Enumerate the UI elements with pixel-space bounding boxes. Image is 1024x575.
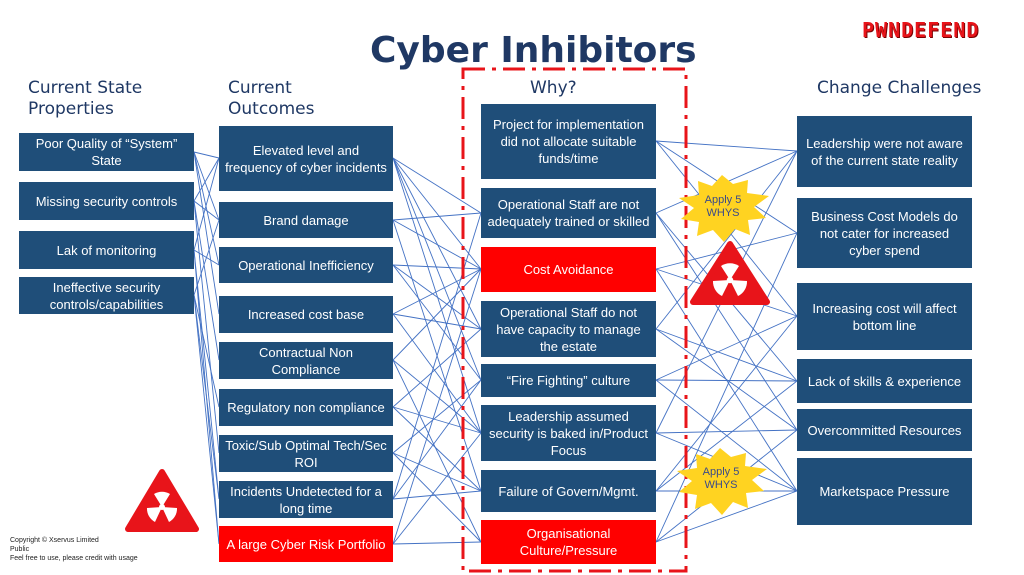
connector-line: [392, 359, 482, 434]
why-box: Project for implementation did not alloc…: [481, 104, 656, 179]
connector-line: [392, 541, 482, 545]
header-current-state: Current State Properties: [28, 78, 143, 119]
connector-line: [193, 294, 220, 500]
burst-label: Apply 5 WHYS: [702, 466, 740, 491]
connector-line: [392, 452, 482, 543]
outcome-box: Incidents Undetected for a long time: [219, 481, 393, 518]
connector-line: [193, 219, 220, 296]
state-box: Ineffective security controls/capabiliti…: [19, 277, 194, 314]
why-box-highlight: Organisational Culture/Pressure: [481, 520, 656, 564]
outcome-box: Contractual Non Compliance: [219, 342, 393, 379]
connector-line: [193, 294, 220, 408]
connector-line: [392, 264, 482, 270]
connector-line: [392, 264, 482, 381]
why-box: Operational Staff do not have capacity t…: [481, 301, 656, 357]
connector-line: [193, 157, 220, 202]
challenge-box: Leadership were not aware of the current…: [797, 116, 972, 187]
connector-line: [392, 157, 482, 214]
outcome-box: Elevated level and frequency of cyber in…: [219, 126, 393, 191]
radiation-warning-icon: [690, 241, 770, 305]
connector-line: [193, 151, 220, 315]
connector-line: [392, 157, 482, 270]
connector-line: [392, 452, 482, 492]
connector-line: [392, 432, 482, 545]
connector-line: [392, 359, 482, 543]
outcome-box-highlight: A large Cyber Risk Portfolio: [219, 526, 393, 562]
outcome-box: Regulatory non compliance: [219, 389, 393, 426]
connector-line: [193, 151, 220, 159]
connector-line: [655, 328, 798, 382]
copyright-notice: Copyright © Xservus Limited Public Feel …: [10, 537, 138, 562]
connector-line: [655, 379, 798, 382]
outcome-box: Operational Inefficiency: [219, 247, 393, 283]
connector-line: [655, 140, 798, 152]
connector-lines: [193, 140, 798, 545]
connector-line: [392, 157, 482, 381]
outcome-box: Brand damage: [219, 202, 393, 238]
connector-line: [655, 315, 798, 492]
header-change-challenges: Change Challenges: [817, 78, 982, 98]
why-box: Leadership assumed security is baked in/…: [481, 405, 656, 461]
connector-line: [655, 429, 798, 434]
connector-line: [392, 328, 482, 408]
challenge-box: Lack of skills & experience: [797, 359, 972, 403]
connector-line: [392, 264, 482, 330]
connector-line: [392, 379, 482, 454]
why-box-highlight: Cost Avoidance: [481, 247, 656, 292]
connector-line: [392, 157, 482, 330]
why-box: Failure of Govern/Mgmt.: [481, 470, 656, 512]
header-why: Why?: [530, 78, 577, 98]
page-title: Cyber Inhibitors: [370, 30, 697, 71]
connector-line: [193, 200, 220, 361]
why-box: “Fire Fighting” culture: [481, 364, 656, 397]
connector-line: [392, 379, 482, 500]
connector-line: [392, 313, 482, 330]
connector-line: [193, 157, 220, 251]
challenge-box: Overcommitted Resources: [797, 409, 972, 451]
connector-line: [655, 232, 798, 543]
radiation-warning-icon: [125, 469, 199, 532]
challenge-box: Increasing cost will affect bottom line: [797, 283, 972, 350]
connector-line: [193, 249, 220, 500]
pwndefend-logo: PWNDEFEND: [862, 18, 980, 42]
connector-line: [655, 212, 798, 431]
connector-line: [655, 490, 798, 543]
connector-line: [193, 200, 220, 221]
burst-label: Apply 5 WHYS: [704, 194, 742, 219]
apply-5-whys-burst-2: [677, 448, 767, 515]
state-box: Poor Quality of “System” State: [19, 133, 194, 171]
state-box: Missing security controls: [19, 182, 194, 220]
state-box: Lak of monitoring: [19, 231, 194, 269]
apply-5-whys-burst-1: [679, 175, 769, 242]
connector-line: [392, 406, 482, 434]
connector-line: [392, 406, 482, 492]
connector-line: [193, 294, 220, 545]
connector-line: [193, 151, 220, 221]
connector-line: [193, 200, 220, 454]
outcome-box: Increased cost base: [219, 296, 393, 333]
connector-line: [392, 212, 482, 221]
outcome-box: Toxic/Sub Optimal Tech/Sec ROI: [219, 435, 393, 472]
challenge-box: Business Cost Models do not cater for in…: [797, 198, 972, 268]
header-current-outcomes: Current Outcomes: [228, 78, 315, 119]
connector-line: [392, 212, 482, 500]
connector-line: [392, 268, 482, 361]
connector-line: [392, 268, 482, 315]
challenge-box: Marketspace Pressure: [797, 458, 972, 525]
connector-line: [655, 315, 798, 381]
connector-line: [193, 151, 220, 266]
why-box: Operational Staff are not adequately tra…: [481, 188, 656, 238]
why-column-frame: [461, 67, 688, 573]
connector-line: [392, 313, 482, 434]
connector-line: [655, 328, 798, 431]
connector-line: [392, 268, 482, 545]
connector-line: [655, 150, 798, 330]
connector-line: [392, 157, 482, 434]
